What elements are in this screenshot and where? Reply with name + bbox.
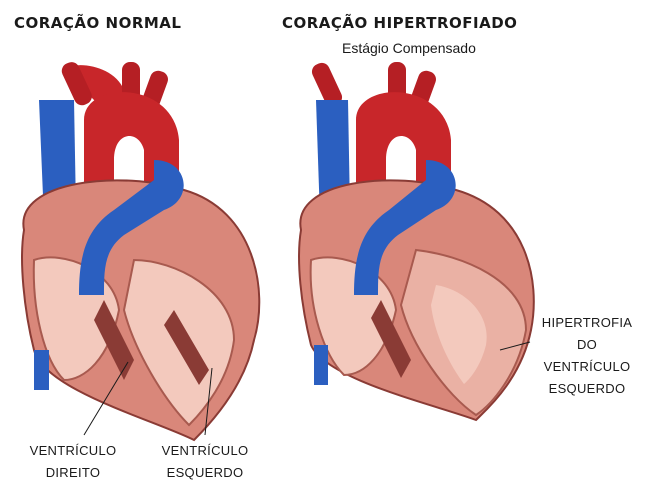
left-ventricle-label-line1: VENTRÍCULO [150, 440, 260, 462]
hypertrophy-label-line3: VENTRÍCULO [532, 356, 642, 378]
right-ventricle-label-line1: VENTRÍCULO [18, 440, 128, 462]
right-ventricle-label: VENTRÍCULO DIREITO [18, 440, 128, 484]
hypertrophy-leader [500, 342, 530, 350]
right-ventricle-leader [84, 362, 128, 435]
hypertrophy-label-line1: HIPERTROFIA [532, 312, 642, 334]
left-ventricle-label: VENTRÍCULO ESQUERDO [150, 440, 260, 484]
left-ventricle-leader [205, 368, 212, 435]
hypertrophy-label: HIPERTROFIA DO VENTRÍCULO ESQUERDO [532, 312, 642, 400]
hypertrophy-label-line4: ESQUERDO [532, 378, 642, 400]
right-ventricle-label-line2: DIREITO [18, 462, 128, 484]
left-ventricle-label-line2: ESQUERDO [150, 462, 260, 484]
hypertrophy-label-line2: DO [532, 334, 642, 356]
